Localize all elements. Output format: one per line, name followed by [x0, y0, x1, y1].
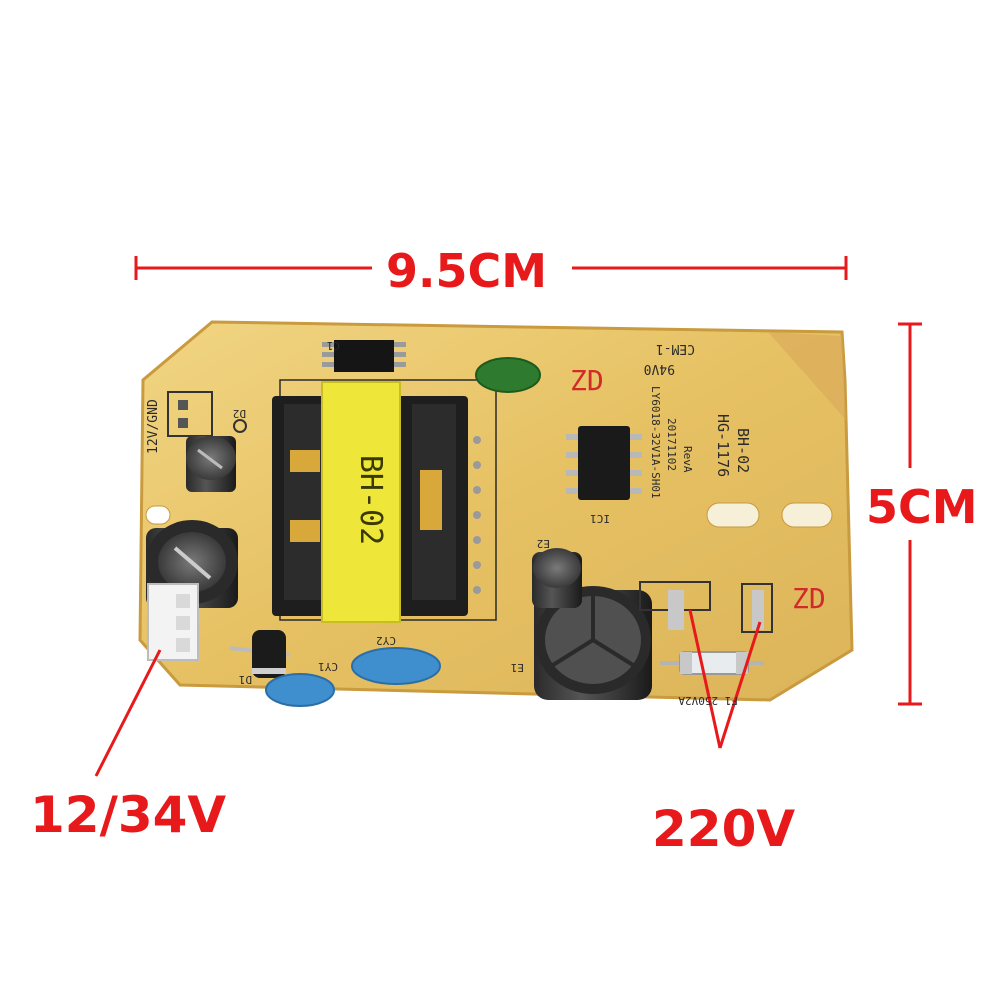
transformer-label: BH-02 — [353, 455, 388, 545]
silk-rev: RevA — [681, 446, 694, 473]
width-dimension-line — [134, 256, 848, 280]
output-connector — [147, 583, 199, 661]
y-capacitor-1 — [265, 673, 335, 707]
y-capacitor-2 — [351, 647, 441, 685]
silk-cem: CEM-1 — [656, 341, 695, 356]
transformer: BH-02 — [272, 381, 481, 623]
silk-zd-top: ZD — [570, 364, 604, 397]
small-capacitor — [186, 436, 236, 492]
silk-cy2: CY2 — [376, 634, 396, 647]
silk-d1: D1 — [239, 673, 252, 686]
height-dimension-line — [898, 322, 922, 706]
silk-ic: IC1 — [590, 512, 610, 525]
silk-c1: C1 — [327, 339, 340, 352]
smd-chip — [322, 340, 406, 372]
e2-capacitor — [532, 548, 582, 608]
silk-model: LY6018-32V1A-SH01 — [649, 386, 662, 499]
silk-e2: E2 — [537, 537, 550, 550]
mounting-slots — [145, 502, 833, 528]
width-dimension-label: 9.5CM — [386, 244, 548, 298]
height-dimension-label: 5CM — [866, 480, 978, 534]
x-capacitor — [475, 357, 541, 393]
silk-fuse: F1 250V2A — [678, 694, 738, 707]
silk-zd-bottom: ZD — [792, 582, 826, 615]
silk-date: 20171102 — [665, 418, 678, 471]
main-capacitor — [534, 586, 652, 700]
diode — [229, 630, 291, 678]
fuse — [660, 651, 764, 675]
silk-connector: 12V/GND — [146, 399, 161, 454]
low-voltage-callout: 12/34V — [30, 786, 227, 844]
mains-voltage-callout: 220V — [652, 800, 796, 858]
callout-lines — [94, 609, 762, 777]
silkscreen: 12V/GND CEM-1 94V0 ZD ZD LY6018-32V1A-SH… — [146, 339, 826, 707]
silk-e1: E1 — [511, 661, 524, 674]
silk-bh: BH-02 — [734, 428, 752, 473]
silk-cy1: CY1 — [318, 660, 338, 673]
dip-ic — [566, 426, 642, 500]
silk-flame: 94V0 — [644, 361, 675, 376]
silk-hg: HG-1176 — [714, 414, 732, 477]
silk-d2: D2 — [233, 407, 246, 420]
